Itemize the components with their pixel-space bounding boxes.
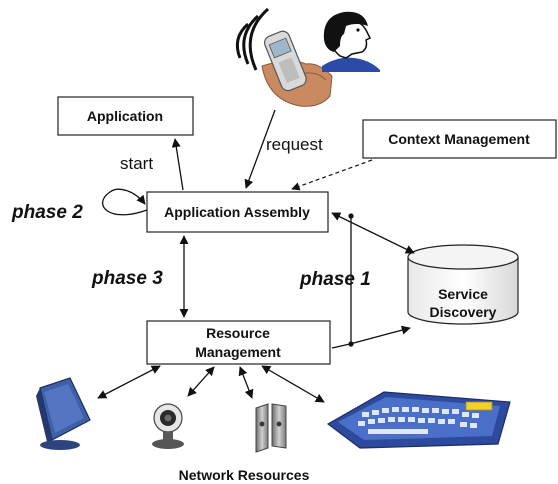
phase2-loop-arrow xyxy=(102,188,148,216)
webcam-link-arrow xyxy=(187,366,215,397)
monitor-icon xyxy=(36,377,91,450)
mobile-phone-icon xyxy=(235,7,333,107)
phase1-label: phase 1 xyxy=(299,269,371,290)
resource-management-label-line1: Resource xyxy=(206,325,270,341)
request-label: request xyxy=(266,135,323,154)
resource-discovery-arrow-tail xyxy=(331,343,351,349)
keyboard-link-arrow xyxy=(261,365,325,403)
application-assembly-box: Application Assembly xyxy=(146,191,329,233)
network-resources-label: Network Resources xyxy=(179,467,310,483)
keyboard-icon xyxy=(326,391,511,449)
phase1-dot-top xyxy=(348,213,354,219)
application-box: Application xyxy=(57,96,194,136)
resource-discovery-arrow xyxy=(349,325,411,345)
phase1-dot-bottom xyxy=(348,341,354,347)
application-label: Application xyxy=(87,108,163,124)
phase2-label: phase 2 xyxy=(11,202,83,223)
start-label: start xyxy=(120,154,153,173)
assembly-discovery-arrow xyxy=(331,212,415,254)
context-management-label: Context Management xyxy=(388,131,530,147)
service-discovery-label-line1: Service xyxy=(438,286,488,302)
monitor-link-arrow xyxy=(97,365,161,399)
service-discovery-label-line2: Discovery xyxy=(430,304,497,320)
request-arrow xyxy=(244,109,276,189)
application-assembly-label: Application Assembly xyxy=(164,204,310,220)
phase3-label: phase 3 xyxy=(91,268,163,289)
context-arrow xyxy=(291,159,373,191)
resource-management-box: Resource Management xyxy=(146,320,331,365)
speakers-link-arrow xyxy=(238,366,254,399)
resource-management-label-line2: Management xyxy=(195,344,281,360)
webcam-icon xyxy=(152,403,184,449)
context-management-box: Context Management xyxy=(362,119,557,159)
start-arrow xyxy=(171,138,184,191)
speakers-icon xyxy=(255,403,287,453)
service-discovery-cylinder: Service Discovery xyxy=(407,244,519,325)
user-icon xyxy=(322,11,380,72)
